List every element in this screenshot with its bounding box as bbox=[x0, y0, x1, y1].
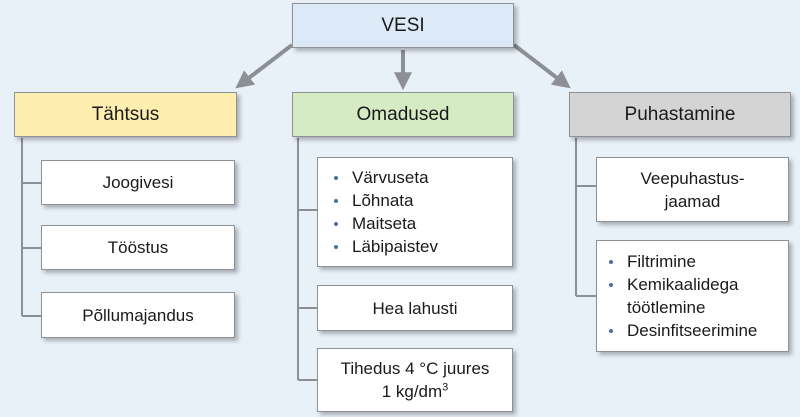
list-item: Desinfitseerimine bbox=[605, 319, 757, 342]
solvent-label: Hea lahusti bbox=[372, 298, 458, 318]
arrow-to-puhastamine bbox=[512, 43, 571, 89]
tahtsus-item-pollumajandus: Põllumajandus bbox=[41, 292, 235, 338]
tahtsus-label: Tähtsus bbox=[91, 104, 160, 125]
puhastamine-methods-list: Filtrimine Kemikaalidega töötlemine Desi… bbox=[596, 240, 789, 352]
properties-bullets: Värvuseta Lõhnata Maitseta Läbipaistev bbox=[318, 166, 438, 258]
omadused-label: Omadused bbox=[356, 104, 450, 125]
tahtsus-item-toostus: Tööstus bbox=[41, 225, 235, 270]
root-label: VESI bbox=[381, 15, 425, 36]
root-node: VESI bbox=[292, 3, 514, 48]
list-item: Filtrimine bbox=[605, 250, 757, 273]
tahtsus-tree-lines bbox=[21, 138, 41, 317]
tahtsus-item-label: Põllumajandus bbox=[82, 305, 194, 325]
tahtsus-node: Tähtsus bbox=[14, 92, 237, 137]
plant-line-1: Veepuhastus- bbox=[640, 168, 745, 188]
omadused-solvent: Hea lahusti bbox=[317, 285, 513, 331]
list-item-line-2: töötlemine bbox=[627, 298, 706, 317]
density-line-2: 1 kg/dm3 bbox=[341, 380, 490, 403]
tahtsus-item-label: Joogivesi bbox=[102, 173, 174, 192]
density-value: 1 kg/dm bbox=[381, 382, 443, 401]
omadused-properties-list: Värvuseta Lõhnata Maitseta Läbipaistev bbox=[317, 157, 513, 267]
omadused-tree-lines bbox=[297, 138, 317, 381]
puhastamine-plants: Veepuhastus- jaamad bbox=[596, 157, 789, 222]
list-item-line-1: Kemikaalidega bbox=[627, 275, 739, 294]
omadused-density: Tihedus 4 °C juures 1 kg/dm3 bbox=[317, 348, 513, 412]
list-item: Lõhnata bbox=[330, 189, 438, 212]
tahtsus-item-joogivesi: Joogivesi bbox=[41, 160, 235, 205]
density-line-1: Tihedus 4 °C juures bbox=[340, 359, 490, 378]
omadused-node: Omadused bbox=[292, 92, 514, 137]
list-item: Värvuseta bbox=[330, 166, 438, 189]
plant-line-2: jaamad bbox=[664, 191, 721, 211]
methods-bullets: Filtrimine Kemikaalidega töötlemine Desi… bbox=[597, 250, 757, 342]
list-item: Läbipaistev bbox=[330, 235, 438, 258]
arrow-to-tahtsus bbox=[235, 43, 294, 89]
tahtsus-item-label: Tööstus bbox=[107, 238, 169, 257]
puhastamine-tree-lines bbox=[575, 138, 596, 297]
density-exponent: 3 bbox=[442, 381, 449, 394]
puhastamine-node: Puhastamine bbox=[569, 92, 791, 137]
list-item: Maitseta bbox=[330, 212, 438, 235]
puhastamine-label: Puhastamine bbox=[624, 104, 736, 125]
list-item: Kemikaalidega töötlemine bbox=[605, 273, 757, 319]
